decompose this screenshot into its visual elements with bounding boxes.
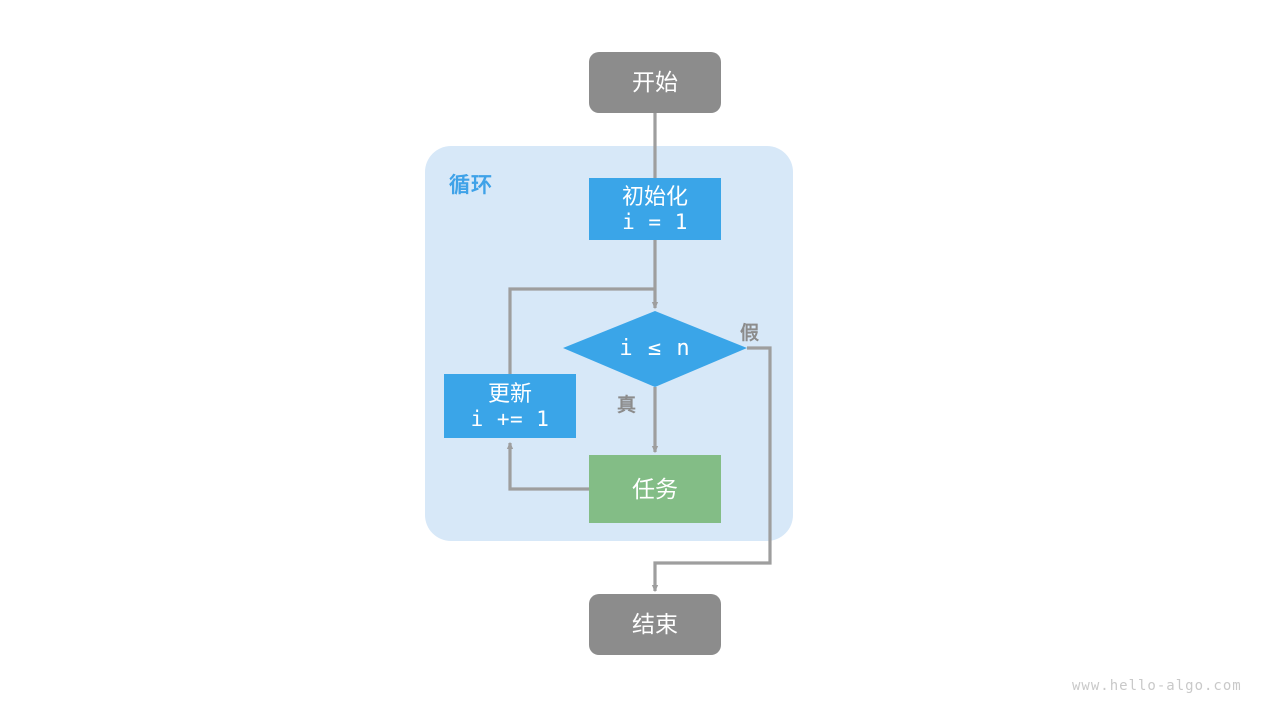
- edge-label-true: 真: [617, 395, 637, 416]
- update-node-shape[interactable]: [444, 374, 576, 438]
- start-node-shape[interactable]: [589, 52, 721, 113]
- watermark: www.hello-algo.com: [1072, 678, 1242, 694]
- end-node-shape[interactable]: [589, 594, 721, 655]
- condition-node-shape[interactable]: [563, 311, 747, 387]
- edge-task-to-update: [506, 441, 589, 491]
- edge-condition-false-to-end: [651, 346, 772, 593]
- init-node-shape[interactable]: [589, 178, 721, 240]
- edge-update-to-condition: [508, 287, 655, 374]
- edge-label-false: 假: [740, 323, 760, 344]
- task-node-shape[interactable]: [589, 455, 721, 523]
- loop-container-label: 循环: [449, 174, 493, 197]
